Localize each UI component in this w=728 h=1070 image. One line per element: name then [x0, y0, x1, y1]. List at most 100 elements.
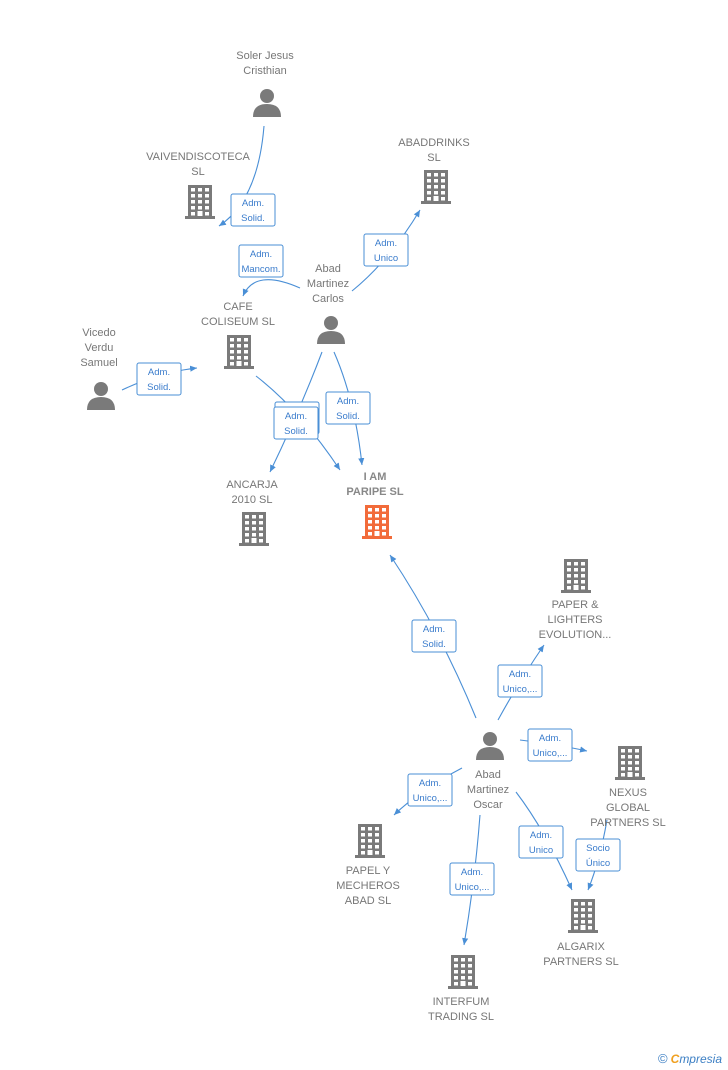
relation-label-carlos-to-vaiven[interactable]: Adm. Mancom. [238, 244, 284, 278]
node-ancarja[interactable]: ANCARJA 2010 SL [226, 479, 278, 546]
relation-text: Unico [374, 253, 398, 264]
relation-box [527, 728, 573, 762]
relation-label-vicedo-to-cafe[interactable]: Adm. Solid. [136, 362, 182, 396]
relation-text: Adm. [423, 624, 445, 635]
relation-label-carlos-to-iam[interactable]: Adm. Solid. [325, 391, 371, 425]
node-vaiven[interactable]: VAIVENDISCOTECA SL [146, 151, 251, 219]
building-icon [615, 746, 645, 780]
node-label: SL [427, 152, 440, 164]
node-label: ABAD SL [345, 895, 391, 907]
node-label: PARIPE SL [346, 486, 404, 498]
relation-label-oscar-to-algarix[interactable]: Adm. Unico [518, 825, 564, 859]
node-label: Carlos [312, 293, 344, 305]
relation-box [230, 193, 276, 227]
relation-label-oscar-to-nexus[interactable]: Adm.Unico,... [527, 728, 573, 762]
relation-text: Solid. [147, 382, 171, 393]
relation-box [411, 619, 457, 653]
relation-label-oscar-to-paper[interactable]: Adm.Unico,... [497, 664, 543, 698]
node-label: SL [191, 166, 204, 178]
node-label: I AM [364, 471, 387, 483]
relation-text: Adm. [242, 198, 264, 209]
node-label: Vicedo [82, 327, 115, 339]
relation-text: Adm. [250, 249, 272, 260]
brand-initial: C [670, 1052, 680, 1066]
relation-box [518, 825, 564, 859]
node-cafe[interactable]: CAFE COLISEUM SL [201, 301, 275, 369]
node-label: PAPER & [552, 599, 600, 611]
relation-labels-layer: Adm.Solid.Adm.Mancom.Adm.UnicoAdm.Solid.… [136, 193, 621, 896]
node-label: Martinez [307, 278, 349, 290]
person-icon [317, 316, 345, 344]
node-label: ANCARJA [226, 479, 278, 491]
node-label: Abad [475, 769, 501, 781]
node-label: CAFE [223, 301, 252, 313]
empresia-brand[interactable]: ©Cmpresia [658, 1051, 722, 1066]
relation-text: Adm. [337, 396, 359, 407]
relation-label-oscar-to-interfum[interactable]: Adm. Unico,... [449, 862, 495, 896]
relation-text: Unico,... [455, 882, 490, 893]
relation-box [363, 233, 409, 267]
relation-text: Solid. [422, 639, 446, 650]
node-papel[interactable]: PAPEL Y MECHEROS ABAD SL [336, 824, 400, 907]
building-icon [561, 559, 591, 593]
node-label: VAIVENDISCOTECA [146, 151, 250, 163]
relation-text: Unico [529, 845, 553, 856]
node-interfum[interactable]: INTERFUM TRADING SL [428, 955, 494, 1023]
node-label: PARTNERS SL [543, 956, 618, 968]
relation-text: Adm. [148, 367, 170, 378]
node-label: Martinez [467, 784, 509, 796]
node-label: INTERFUM [433, 996, 490, 1008]
building-icon [185, 185, 215, 219]
relation-box [497, 664, 543, 698]
node-iam[interactable]: I AM PARIPE SL [346, 471, 404, 539]
node-label: GLOBAL [606, 802, 650, 814]
node-label: PAPEL Y [346, 865, 391, 877]
relation-text: Adm. [461, 867, 483, 878]
node-label: MECHEROS [336, 880, 400, 892]
relation-text: Unico,... [533, 748, 568, 759]
relation-text: Adm. [285, 411, 307, 422]
person-icon [253, 89, 281, 117]
node-label: NEXUS [609, 787, 647, 799]
relation-text: Solid. [284, 426, 308, 437]
node-label: Samuel [80, 357, 117, 369]
relation-label-soler-to-vaiven[interactable]: Adm.Solid. [230, 193, 276, 227]
node-label: Soler Jesus [236, 50, 294, 62]
person-icon [476, 732, 504, 760]
relation-box [575, 838, 621, 872]
copyright-icon: © [658, 1051, 668, 1066]
relation-label-oscar-to-papel[interactable]: Adm. Unico,... [407, 773, 453, 807]
edge-carlos-to-vaiven [242, 279, 301, 297]
relation-text: Mancom. [241, 264, 280, 275]
relation-label-carlos-to-ancarja[interactable]: Adm. Solid. [273, 406, 319, 440]
relation-text: Solid. [336, 411, 360, 422]
relation-box [136, 362, 182, 396]
relation-text: Socio [586, 843, 610, 854]
node-paper[interactable]: PAPER &LIGHTERSEVOLUTION... [539, 559, 612, 641]
relation-label-oscar-to-iam[interactable]: Adm. Solid. [411, 619, 457, 653]
relation-text: Único [586, 858, 610, 869]
relation-text: Unico,... [413, 793, 448, 804]
building-icon [355, 824, 385, 858]
brand-name: mpresia [679, 1052, 722, 1066]
node-label: TRADING SL [428, 1011, 494, 1023]
relation-box [325, 391, 371, 425]
relation-text: Adm. [509, 669, 531, 680]
node-label: 2010 SL [232, 494, 273, 506]
node-label: COLISEUM SL [201, 316, 275, 328]
relation-text: Adm. [419, 778, 441, 789]
node-label: Cristhian [243, 65, 286, 77]
building-icon [568, 899, 598, 933]
relation-text: Adm. [530, 830, 552, 841]
relation-label-carlos-to-abaddrinks[interactable]: Adm.Unico [363, 233, 409, 267]
building-icon [239, 512, 269, 546]
relation-box [407, 773, 453, 807]
